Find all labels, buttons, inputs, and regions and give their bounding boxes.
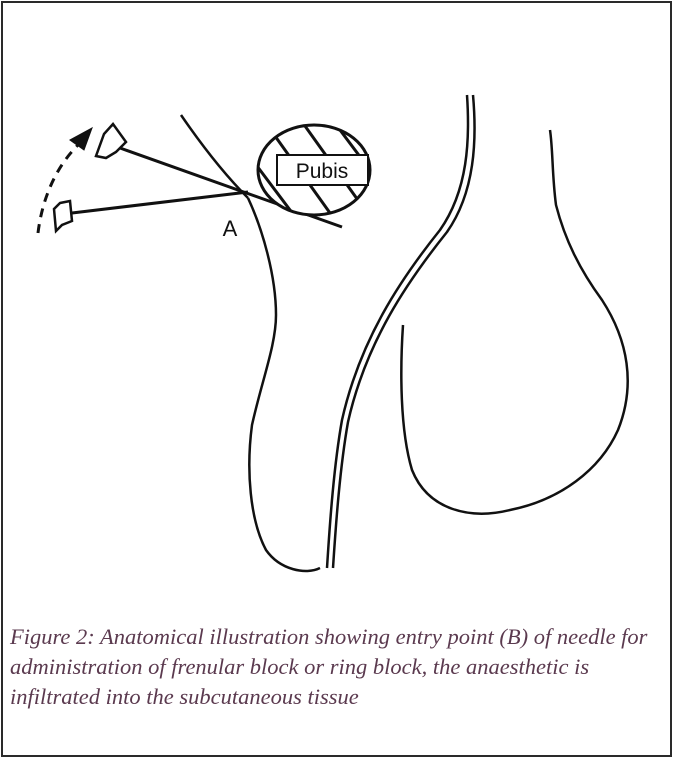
pubis-label: Pubis xyxy=(296,160,349,183)
needle-line-lower xyxy=(72,192,248,213)
syringe-hub-lower-icon xyxy=(54,201,72,231)
penis-outline xyxy=(248,198,320,571)
anatomical-illustration: Pubis A xyxy=(0,0,675,600)
figure-caption: Figure 2: Anatomical illustration showin… xyxy=(10,622,665,712)
motion-arrowhead-icon xyxy=(70,128,92,150)
scrotum-outline xyxy=(401,130,627,514)
entry-point-label: A xyxy=(223,216,238,241)
syringe-hub-upper-icon xyxy=(96,124,126,158)
abdominal-wall-line xyxy=(181,115,248,198)
